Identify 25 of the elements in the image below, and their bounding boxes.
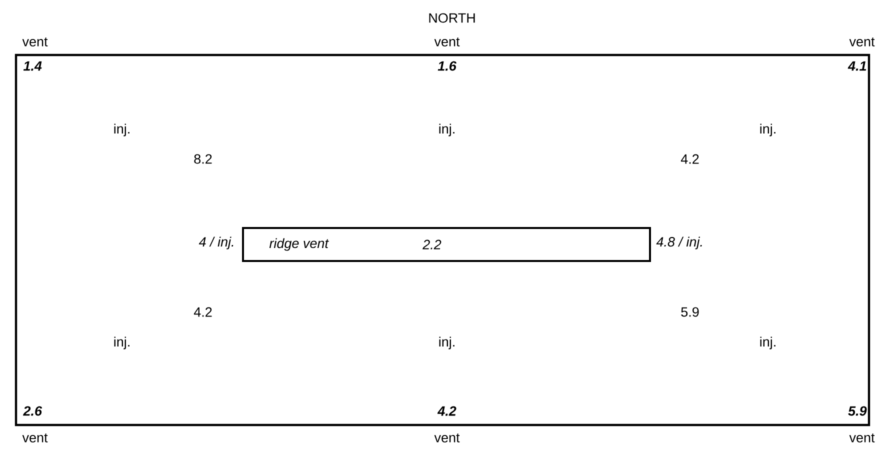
label: vent (849, 38, 875, 46)
label: 5.9 (848, 406, 867, 416)
vent-plan-outline (14, 54, 870, 426)
label: inj. (439, 124, 454, 136)
label: 4.2 (437, 406, 456, 416)
label: inj. (760, 124, 776, 136)
label: vent (22, 434, 48, 442)
label: inj. (114, 336, 130, 350)
ridge-vent-box: ridge vent 2.2 (242, 227, 651, 262)
label: 8.2 (194, 154, 212, 164)
label: 2.6 (23, 406, 42, 416)
label: 4.2 (194, 307, 212, 317)
label: 1.6 (438, 61, 456, 71)
label: vent (434, 434, 460, 442)
label: inj. (760, 336, 776, 350)
label: vent (434, 38, 460, 46)
label: inj. (114, 124, 130, 136)
label: vent (22, 38, 48, 46)
label: 1.4 (23, 61, 42, 71)
label: 4.1 (848, 61, 866, 71)
label: 5.9 (681, 307, 699, 317)
label: NORTH (429, 13, 475, 23)
label: vent (849, 434, 875, 442)
label: 4.2 (680, 154, 699, 164)
label: inj. (439, 336, 454, 350)
